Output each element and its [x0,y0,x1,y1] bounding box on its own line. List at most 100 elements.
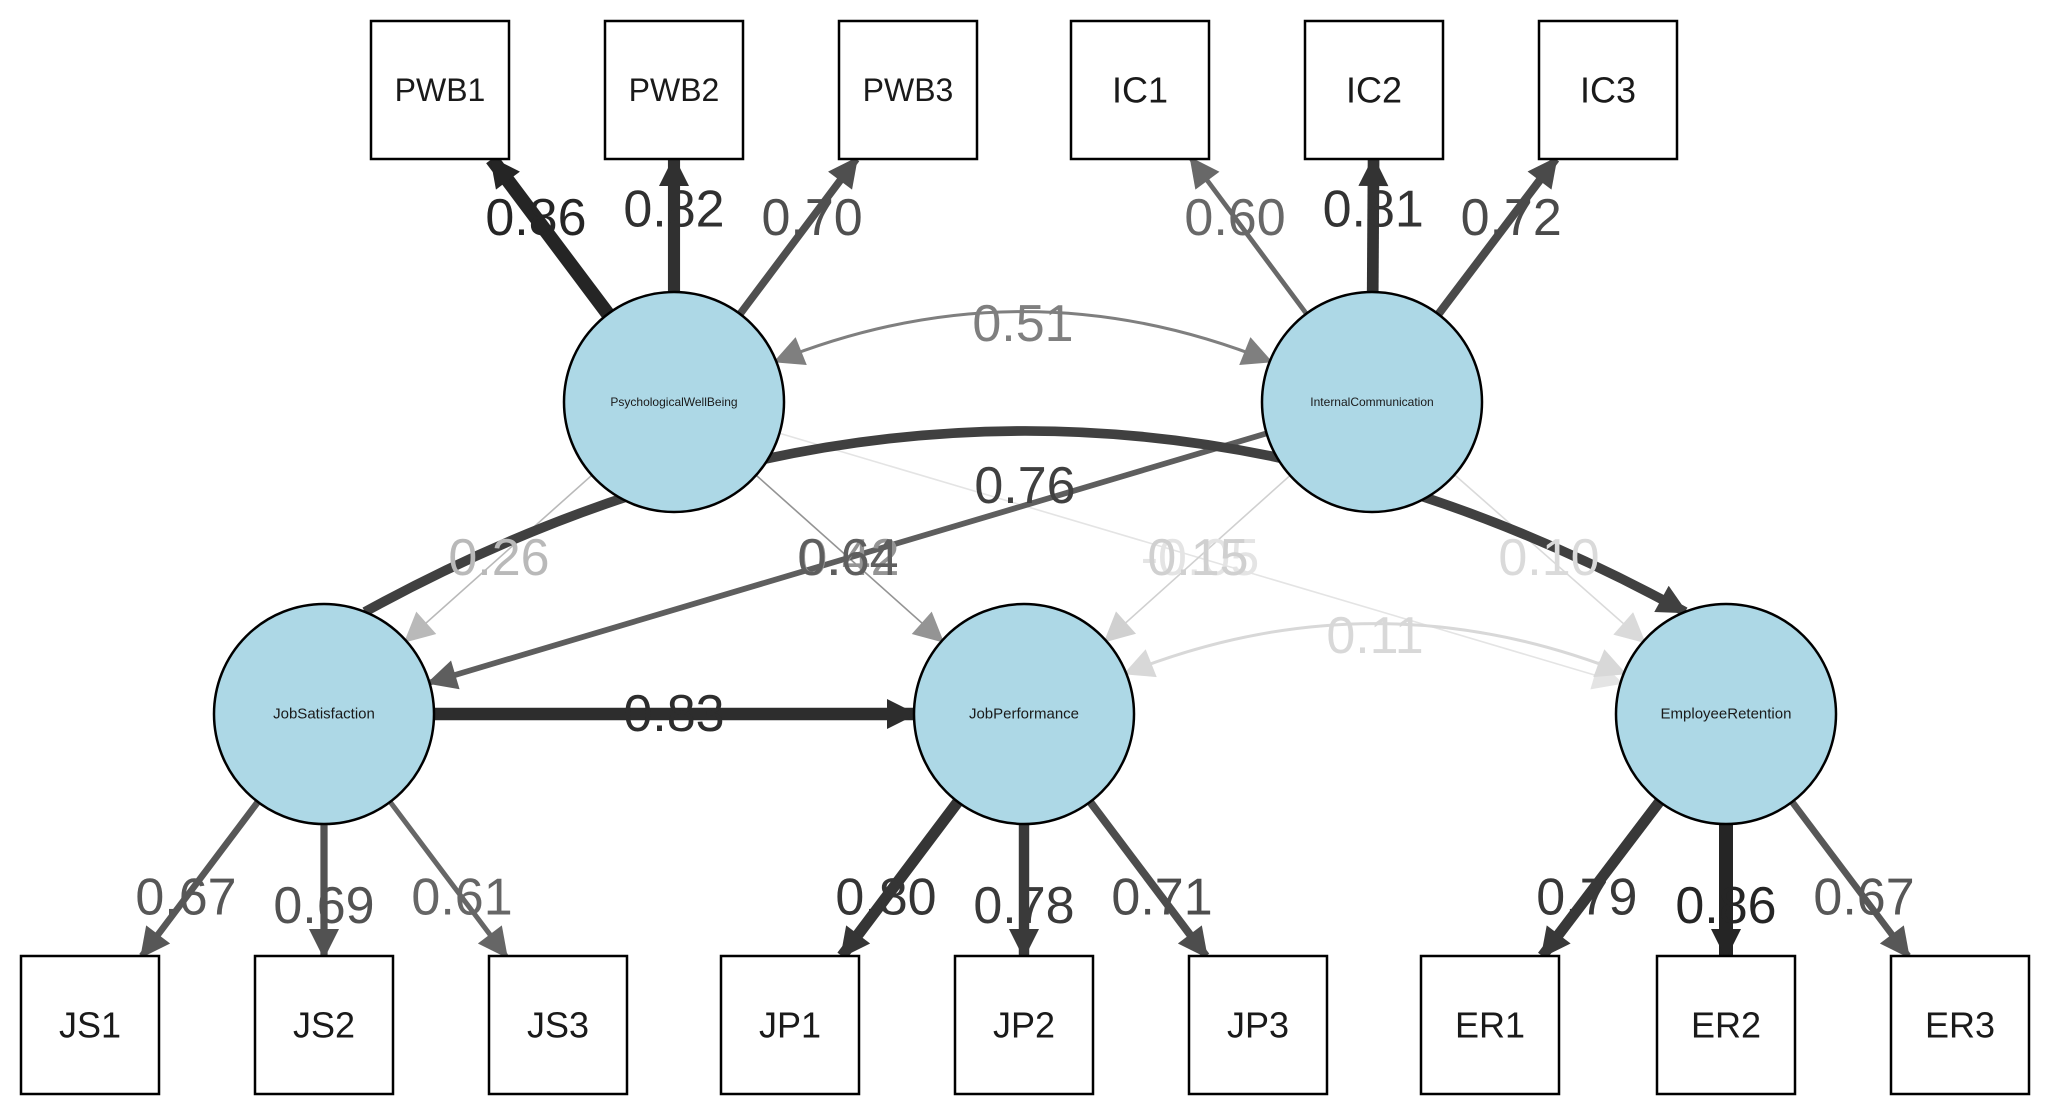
latent-node: JobSatisfaction [212,602,436,826]
indicator-label: IC1 [1112,70,1168,111]
loading-path [837,798,963,960]
covariance-label: 0.11 [1326,607,1423,665]
regression-label: 0.83 [623,685,724,743]
latent-node: InternalCommunication [1260,290,1484,514]
indicator-label: ER2 [1691,1005,1761,1046]
indicator-box [953,954,1095,1096]
loading-path [139,799,261,959]
covariance-path [773,310,1273,366]
indicator-box [837,19,979,161]
loading-label: 0.86 [1675,877,1776,935]
regression-label: 0.64 [797,529,898,587]
latent-circle [1614,602,1838,826]
edge-labels-layer: 0.26 0.42 -0.05 0.64 0.15 0.10 0.83 0.76 0.51 0.1… [135,181,1914,935]
regression-path [779,432,1624,690]
indicator-node: IC1 [1069,19,1211,161]
indicator-label: JS3 [527,1005,589,1046]
loading-path [1435,156,1560,317]
loading-label: 0.69 [273,877,374,935]
indicator-node: JS2 [253,954,395,1096]
indicator-node: ER1 [1419,954,1561,1096]
loading-path [1358,156,1389,293]
loading-label: 0.78 [973,877,1074,935]
indicator-box [719,954,861,1096]
loading-label: 0.79 [1536,868,1637,926]
regression-path [426,430,1268,690]
edges-layer [139,154,1911,960]
loading-label: 0.70 [761,189,862,247]
latent-node: PsychologicalWellBeing [562,290,786,514]
indicator-box [1069,19,1211,161]
regression-path [1103,474,1291,643]
latent-circle [212,602,436,826]
indicator-label: PWB3 [863,72,954,108]
indicator-label: ER1 [1455,1005,1525,1046]
indicator-box [19,954,161,1096]
covariance-path [1123,622,1627,678]
indicator-box [1187,954,1329,1096]
indicator-label: JP2 [993,1005,1055,1046]
indicator-node: JS1 [19,954,161,1096]
indicator-box [603,19,745,161]
loading-path [388,800,509,959]
indicator-label: JP1 [759,1005,821,1046]
indicator-node: PWB2 [603,19,745,161]
indicator-node: ER3 [1889,954,2031,1096]
indicator-label: PWB1 [395,72,486,108]
latent-label: JobPerformance [969,706,1079,723]
latent-node: EmployeeRetention [1614,602,1838,826]
regression-label: -0.05 [1141,529,1260,587]
loading-path [1538,798,1664,960]
loading-path [486,154,614,319]
indicator-box [253,954,395,1096]
loading-path [1189,156,1309,316]
loading-label: 0.71 [1111,868,1212,926]
nodes-layer: PsychologicalWellBeing InternalCommunicat… [19,19,2031,1096]
indicator-node: ER2 [1655,954,1797,1096]
latent-circle [562,290,786,514]
indicator-box [1537,19,1679,161]
indicator-label: ER3 [1925,1005,1995,1046]
indicator-node: JP2 [953,954,1095,1096]
indicator-label: IC2 [1346,70,1402,111]
indicator-node: JP3 [1187,954,1329,1096]
indicator-box [1303,19,1445,161]
indicator-node: IC2 [1303,19,1445,161]
regression-label: 0.10 [1498,529,1599,587]
loading-label: 0.60 [1184,189,1285,247]
latent-label: PsychologicalWellBeing [610,395,737,409]
indicator-label: JS1 [59,1005,121,1046]
indicator-label: JP3 [1227,1005,1289,1046]
regression-label: 0.26 [448,529,549,587]
regression-label: 0.15 [1147,529,1248,587]
indicator-box [369,19,511,161]
loading-label: 0.82 [623,181,724,239]
latent-label: EmployeeRetention [1661,706,1792,723]
indicator-label: PWB2 [629,72,720,108]
regression-path [1453,474,1646,644]
indicator-box [487,954,629,1096]
indicator-label: JS2 [293,1005,355,1046]
loading-path [736,156,860,317]
latent-circle [1260,290,1484,514]
loading-label: 0.80 [835,868,936,926]
indicator-node: PWB1 [369,19,511,161]
latent-node: JobPerformance [912,602,1136,826]
covariance-label: 0.51 [972,295,1073,353]
indicator-box [1655,954,1797,1096]
indicator-node: IC3 [1537,19,1679,161]
loading-path [1789,799,1911,959]
loading-path [1086,799,1210,959]
loading-label: 0.67 [135,868,236,926]
loading-label: 0.61 [411,868,512,926]
indicator-box [1889,954,2031,1096]
regression-label: 0.42 [798,529,899,587]
regression-label: 0.76 [974,457,1075,515]
loading-label: 0.67 [1813,868,1914,926]
indicator-label: IC3 [1580,70,1636,111]
regression-path [362,426,1688,617]
latent-label: InternalCommunication [1310,395,1433,409]
indicator-box [1419,954,1561,1096]
indicator-node: PWB3 [837,19,979,161]
